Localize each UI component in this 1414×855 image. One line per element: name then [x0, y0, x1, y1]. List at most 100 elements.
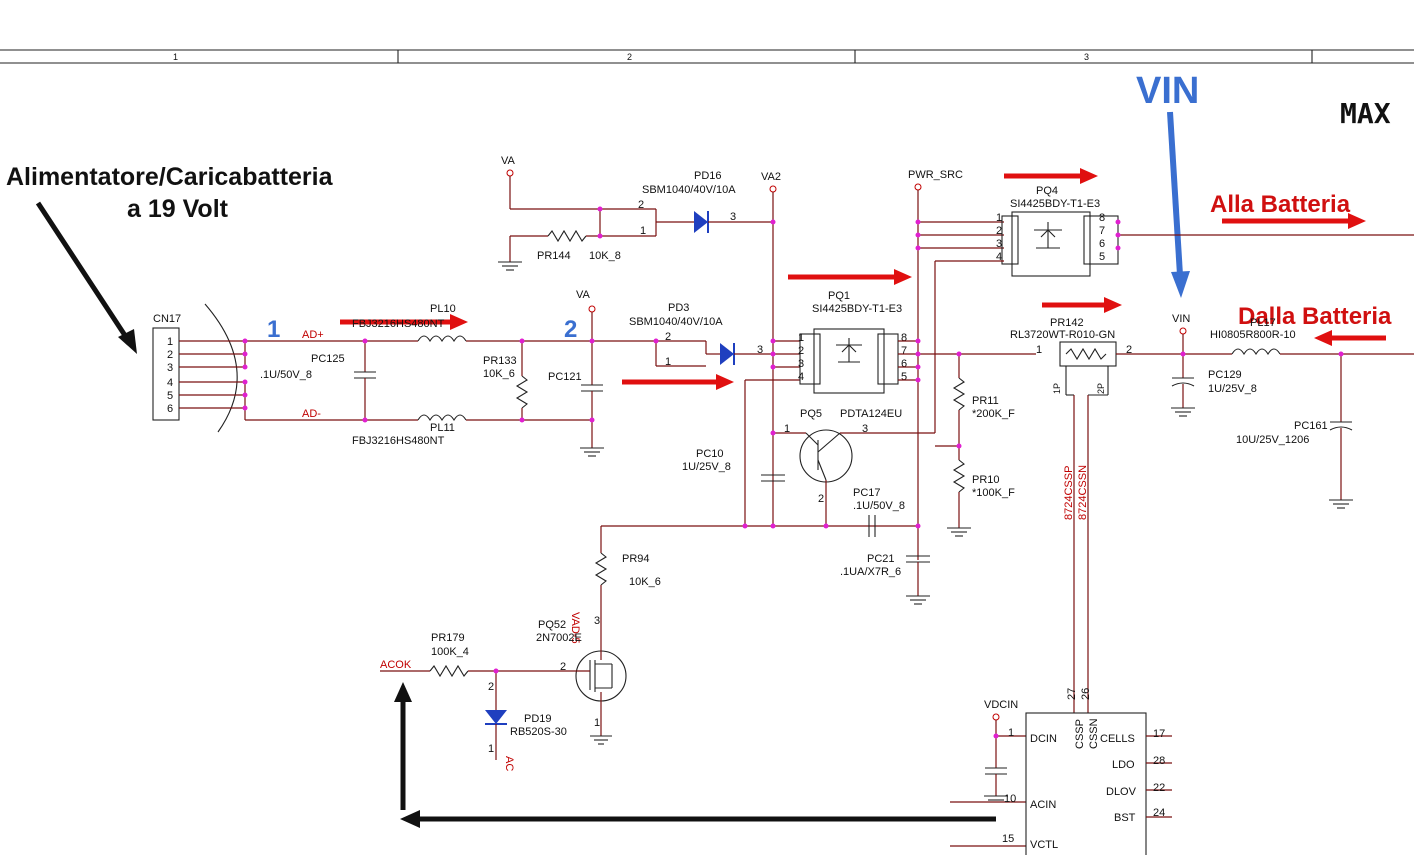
- svg-text:PQ5: PQ5: [800, 408, 822, 420]
- svg-text:PD16: PD16: [694, 170, 722, 182]
- svg-text:ACOK: ACOK: [380, 659, 412, 671]
- acok-feedback-arrow: [394, 682, 996, 828]
- svg-text:3: 3: [798, 358, 804, 370]
- svg-text:7: 7: [901, 345, 907, 357]
- resistor-pr142: PR142 RL3720WT-R010-GN 1 2 1P 2P 8724CSS…: [1010, 317, 1232, 713]
- svg-text:PL10: PL10: [430, 303, 456, 315]
- mosfet-pq1: PQ1 SI4425BDY-T1-E3 1 2 3 4 8 7 6 5: [798, 290, 1036, 394]
- svg-text:ACIN: ACIN: [1030, 799, 1056, 811]
- svg-text:10K_8: 10K_8: [589, 250, 621, 262]
- svg-text:PR94: PR94: [622, 553, 650, 565]
- inductor-pl17: PL17 HI0805R800R-10: [1210, 317, 1414, 356]
- svg-text:8724CSSP: 8724CSSP: [1063, 466, 1075, 520]
- svg-text:10K_6: 10K_6: [483, 368, 515, 380]
- capacitor-pc121: VA PC121: [548, 289, 604, 457]
- svg-text:*200K_F: *200K_F: [972, 408, 1015, 420]
- svg-text:1: 1: [1036, 344, 1042, 356]
- svg-text:PQ52: PQ52: [538, 619, 566, 631]
- svg-text:10: 10: [1004, 793, 1016, 805]
- svg-text:8: 8: [1099, 212, 1105, 224]
- svg-text:LDO: LDO: [1112, 759, 1135, 771]
- svg-text:VA: VA: [576, 289, 591, 301]
- svg-text:2: 2: [167, 349, 173, 361]
- svg-text:VIN: VIN: [1172, 313, 1190, 325]
- svg-text:PR10: PR10: [972, 474, 1000, 486]
- svg-text:10U/25V_1206: 10U/25V_1206: [1236, 434, 1309, 446]
- svg-text:CSSN: CSSN: [1088, 718, 1100, 749]
- svg-text:SI4425BDY-T1-E3: SI4425BDY-T1-E3: [812, 303, 902, 315]
- svg-text:4: 4: [798, 371, 804, 383]
- svg-text:1U/25V_8: 1U/25V_8: [1208, 383, 1257, 395]
- svg-text:1: 1: [167, 336, 173, 348]
- svg-text:1: 1: [996, 212, 1002, 224]
- svg-text:RL3720WT-R010-GN: RL3720WT-R010-GN: [1010, 329, 1115, 341]
- resistor-pr94: PR94 10K_6 VAD-5: [569, 552, 661, 644]
- svg-text:3: 3: [862, 423, 868, 435]
- svg-text:5: 5: [901, 371, 907, 383]
- svg-text:2: 2: [996, 225, 1002, 237]
- svg-text:FBJ3216HS480NT: FBJ3216HS480NT: [352, 435, 445, 447]
- ic-title-fragment: MAX: [1340, 97, 1391, 130]
- svg-text:PC121: PC121: [548, 371, 582, 383]
- net-pwr-src: PWR_SRC: [908, 169, 1004, 560]
- capacitor-pc17: PC17 .1U/50V_8: [853, 487, 905, 537]
- svg-text:2: 2: [818, 493, 824, 505]
- svg-text:1: 1: [798, 332, 804, 344]
- svg-text:6: 6: [901, 358, 907, 370]
- svg-text:28: 28: [1153, 755, 1165, 767]
- svg-text:3: 3: [757, 344, 763, 356]
- svg-text:2P: 2P: [1096, 383, 1106, 394]
- svg-text:1: 1: [594, 717, 600, 729]
- svg-text:7: 7: [1099, 225, 1105, 237]
- svg-text:PC10: PC10: [696, 448, 724, 460]
- svg-text:*100K_F: *100K_F: [972, 487, 1015, 499]
- svg-text:PC129: PC129: [1208, 369, 1242, 381]
- svg-text:PC17: PC17: [853, 487, 881, 499]
- svg-text:2: 2: [638, 199, 644, 211]
- svg-text:DLOV: DLOV: [1106, 786, 1137, 798]
- charger-ic: DCIN 1 ACIN 10 VCTL 15 CSSP CSSN 27 26 C…: [1002, 688, 1172, 855]
- svg-text:VA2: VA2: [761, 171, 781, 183]
- from-battery-annotation: Dalla Batteria: [1238, 303, 1392, 330]
- resistor-divider: PR11 *200K_F PR10 *100K_F: [935, 354, 1015, 537]
- svg-text:PR133: PR133: [483, 355, 517, 367]
- svg-text:PWR_SRC: PWR_SRC: [908, 169, 963, 181]
- column-label: 1: [173, 52, 178, 62]
- current-flow-arrows: [340, 168, 1386, 390]
- svg-text:VAD-5: VAD-5: [569, 612, 581, 644]
- inductor-pl11: PL11 FBJ3216HS480NT: [352, 414, 592, 447]
- svg-text:2: 2: [798, 345, 804, 357]
- column-label: 2: [627, 52, 632, 62]
- svg-text:6: 6: [167, 403, 173, 415]
- svg-text:PC125: PC125: [311, 353, 345, 365]
- mosfet-pq4: PQ4 SI4425BDY-T1-E3 1 2 3 4 8 7 6 5: [934, 185, 1414, 433]
- source-pointer-arrow: [35, 201, 137, 354]
- svg-text:PQ4: PQ4: [1036, 185, 1058, 197]
- net-va2: VA2: [744, 171, 806, 526]
- svg-text:PDTA124EU: PDTA124EU: [840, 408, 902, 420]
- svg-text:4: 4: [167, 377, 173, 389]
- svg-text:1: 1: [640, 225, 646, 237]
- to-battery-annotation: Alla Batteria: [1210, 191, 1351, 218]
- capacitor-pc125: PC125 .1U/50V_8: [260, 341, 376, 420]
- gate-rail: [600, 525, 918, 553]
- svg-text:SI4425BDY-T1-E3: SI4425BDY-T1-E3: [1010, 198, 1100, 210]
- diode-pd16: PD16 SBM1040/40V/10A 2 1 3: [638, 170, 773, 237]
- svg-text:HI0805R800R-10: HI0805R800R-10: [1210, 329, 1296, 341]
- svg-text:4: 4: [996, 251, 1002, 263]
- svg-text:.1UA/X7R_6: .1UA/X7R_6: [840, 566, 901, 578]
- svg-text:5: 5: [1099, 251, 1105, 263]
- svg-text:PD3: PD3: [668, 302, 689, 314]
- svg-text:PL17: PL17: [1250, 317, 1276, 329]
- net-label-ad-minus: AD-: [302, 408, 321, 420]
- svg-text:3: 3: [167, 362, 173, 374]
- vin-arrow: [1167, 111, 1190, 298]
- capacitor-pc10: PC10 1U/25V_8: [682, 448, 785, 482]
- svg-text:BST: BST: [1114, 812, 1136, 824]
- svg-text:8: 8: [901, 332, 907, 344]
- svg-text:5: 5: [167, 390, 173, 402]
- point-2-annotation: 2: [564, 316, 577, 343]
- svg-text:17: 17: [1153, 728, 1165, 740]
- svg-text:.1U/50V_8: .1U/50V_8: [853, 500, 905, 512]
